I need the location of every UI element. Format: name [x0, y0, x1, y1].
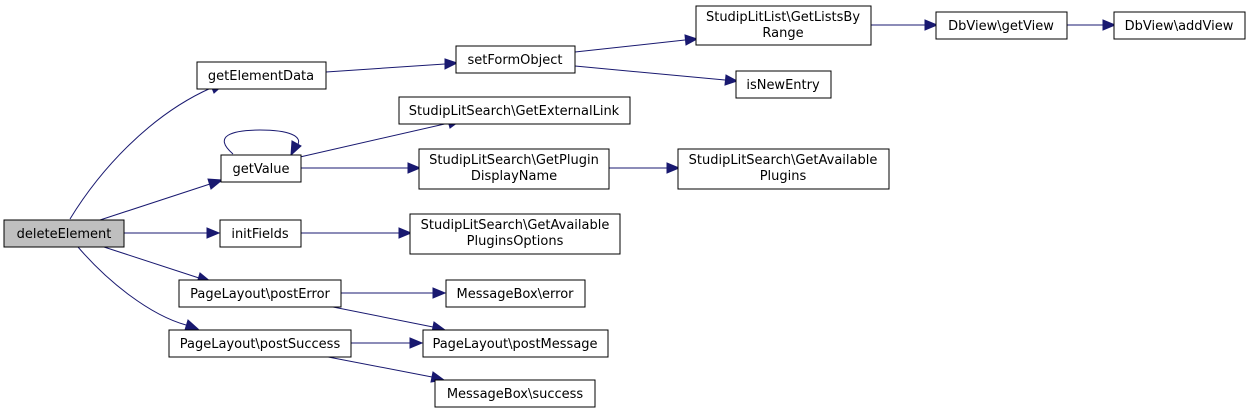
- edge-deleteElement-getValue: [99, 178, 224, 221]
- call-edges: [69, 19, 1117, 383]
- node-label-line-1: StudipLitSearch\GetAvailable: [689, 153, 878, 168]
- node-label: StudipLitSearch\GetExternalLink: [409, 104, 620, 119]
- node-getAvailablePlugins[interactable]: StudipLitSearch\GetAvailable Plugins: [677, 148, 890, 190]
- edge-getView-addView: [1067, 19, 1117, 31]
- node-getPluginDisplayName[interactable]: StudipLitSearch\GetPlugin DisplayName: [418, 148, 610, 190]
- node-label: DbView\addView: [1125, 19, 1234, 34]
- edge-deleteElement-initFields: [124, 227, 221, 239]
- node-label-line-2: Range: [762, 26, 803, 41]
- edge-postSuccess-messageBoxSuccess: [322, 355, 446, 383]
- node-label: PageLayout\postMessage: [432, 337, 597, 352]
- edge-postError-postMessage: [322, 304, 447, 333]
- node-label: DbView\getView: [948, 19, 1054, 34]
- node-getListsByRange[interactable]: StudipLitList\GetListsBy Range: [695, 5, 872, 46]
- node-initFields[interactable]: initFields: [219, 219, 302, 248]
- node-label: MessageBox\success: [447, 387, 584, 402]
- node-label: deleteElement: [17, 227, 112, 242]
- node-label: getValue: [232, 162, 289, 177]
- node-messageBoxError[interactable]: MessageBox\error: [445, 279, 586, 308]
- node-isNewEntry[interactable]: isNewEntry: [735, 70, 832, 99]
- call-nodes: deleteElement getElementData getValue in…: [3, 5, 1246, 408]
- edge-initFields-getAvailablePluginsOptions: [301, 227, 413, 239]
- node-postError[interactable]: PageLayout\postError: [178, 279, 342, 308]
- edge-getValue-getPluginDisplayName: [301, 162, 422, 174]
- node-getExternalLink[interactable]: StudipLitSearch\GetExternalLink: [398, 96, 631, 125]
- node-label: getElementData: [208, 69, 314, 84]
- edge-deleteElement-getElementData: [69, 82, 226, 220]
- edge-getValue-getValue-self-loop: [223, 129, 302, 157]
- edge-getListsByRange-getView: [871, 19, 939, 31]
- node-setFormObject[interactable]: setFormObject: [455, 45, 576, 74]
- node-label-line-2: Plugins: [760, 169, 807, 184]
- node-postMessage[interactable]: PageLayout\postMessage: [422, 329, 609, 358]
- node-getView[interactable]: DbView\getView: [935, 11, 1068, 40]
- edge-setFormObject-isNewEntry: [574, 65, 739, 86]
- node-getValue[interactable]: getValue: [220, 154, 302, 183]
- node-postSuccess[interactable]: PageLayout\postSuccess: [168, 329, 352, 358]
- node-messageBoxSuccess[interactable]: MessageBox\success: [434, 379, 596, 408]
- node-deleteElement[interactable]: deleteElement: [3, 219, 125, 248]
- node-label-line-2: PluginsOptions: [467, 234, 564, 249]
- node-label: PageLayout\postError: [190, 287, 330, 302]
- node-label-line-1: StudipLitSearch\GetPlugin: [429, 153, 599, 168]
- node-label: initFields: [231, 227, 289, 242]
- node-label: MessageBox\error: [457, 287, 575, 302]
- edge-setFormObject-getListsByRange: [574, 34, 699, 53]
- node-getAvailablePluginsOptions[interactable]: StudipLitSearch\GetAvailable PluginsOpti…: [409, 213, 621, 255]
- edge-getElementData-setFormObject: [325, 58, 459, 73]
- node-addView[interactable]: DbView\addView: [1113, 11, 1246, 40]
- edge-postError-messageBoxError: [341, 287, 447, 299]
- edge-deleteElement-postError: [103, 246, 213, 284]
- node-label: setFormObject: [468, 53, 563, 68]
- node-label-line-1: StudipLitSearch\GetAvailable: [421, 218, 610, 233]
- node-getElementData[interactable]: getElementData: [196, 61, 327, 90]
- edge-getPluginDisplayName-getAvailablePlugins: [609, 162, 681, 174]
- node-label-line-2: DisplayName: [471, 169, 557, 184]
- node-label: isNewEntry: [746, 78, 820, 93]
- node-label-line-1: StudipLitList\GetListsBy: [706, 10, 860, 25]
- node-label: PageLayout\postSuccess: [180, 337, 341, 352]
- edge-postSuccess-postMessage: [351, 337, 424, 349]
